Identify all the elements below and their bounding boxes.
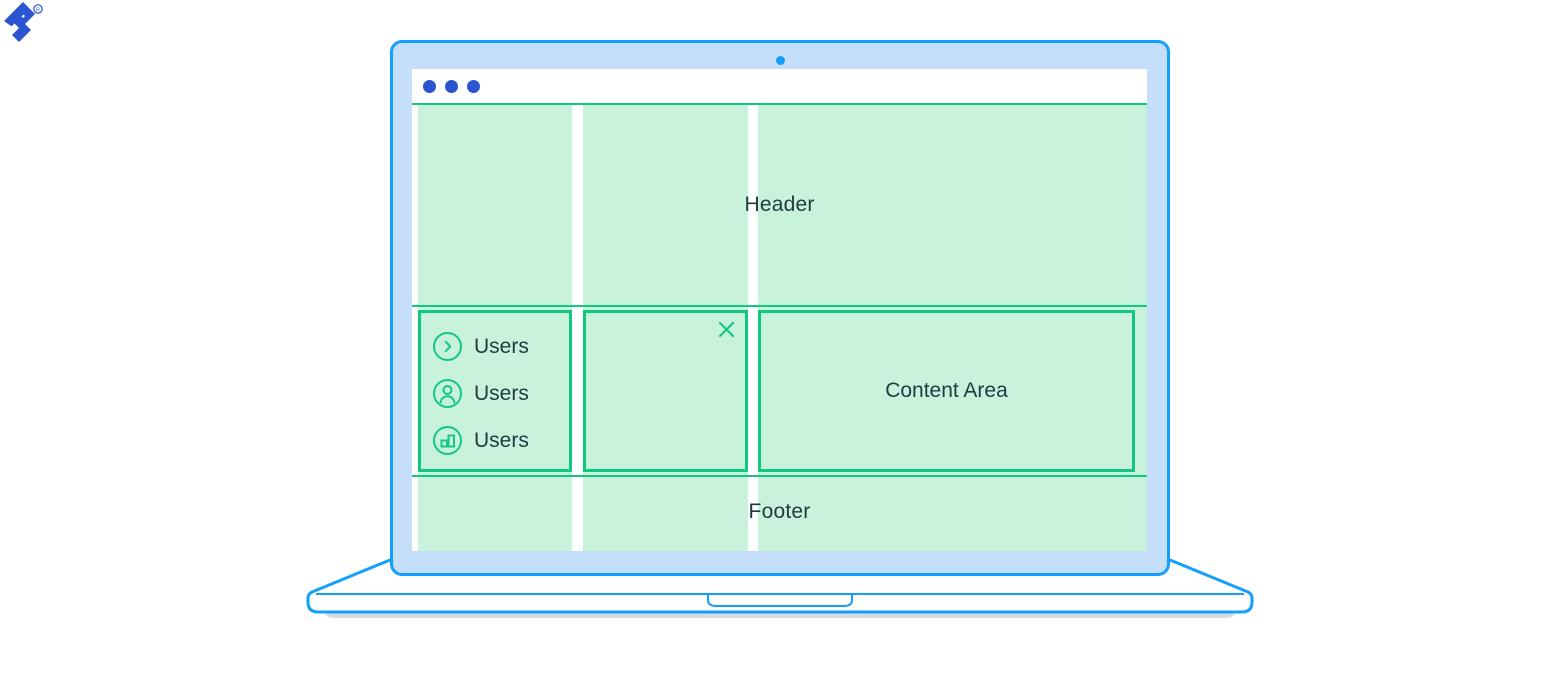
sidebar-item-users-2[interactable]: Users [429,370,569,417]
laptop-trackpad-notch [707,594,853,607]
sidebar-panel: Users Users [418,310,572,472]
traffic-light-close-dot[interactable] [423,79,436,93]
grid-gutter-2 [748,103,758,551]
toptal-logo-icon: R [2,2,46,46]
registered-mark: R [36,8,40,14]
browser-chrome-bar [412,69,1147,103]
middle-region: Users Users [412,307,1147,475]
traffic-light-minimize-dot[interactable] [445,79,458,93]
wireframe-page: Header [412,103,1147,551]
rule-bottom [412,475,1147,477]
sidebar-item-users-3[interactable]: Users [429,417,569,464]
chevron-right-circle-icon [432,331,463,362]
sidebar-item-label: Users [474,335,529,358]
grid-gutter-left [412,103,418,551]
screen-viewport: Header [412,69,1147,551]
secondary-panel [583,310,748,472]
webcam-dot-icon [775,56,785,65]
bar-chart-circle-icon [432,425,463,456]
rule-middle [412,305,1147,307]
sidebar-item-users-1[interactable]: Users [429,323,569,370]
sidebar-item-label: Users [474,382,529,405]
user-circle-icon [432,378,463,409]
content-area-label: Content Area [885,379,1008,402]
footer-region: Footer [412,477,1147,551]
laptop-lid: Header [390,40,1170,576]
content-area-panel: Content Area [758,310,1135,472]
header-label: Header [744,193,815,216]
footer-label: Footer [748,500,811,523]
grid-gutter-1 [572,103,583,551]
rule-top [412,103,1147,105]
close-x-icon[interactable] [717,320,736,339]
laptop-illustration: Header [300,32,1260,652]
traffic-light-maximize-dot[interactable] [467,79,480,93]
sidebar-item-label: Users [474,429,529,452]
header-region: Header [412,105,1147,305]
